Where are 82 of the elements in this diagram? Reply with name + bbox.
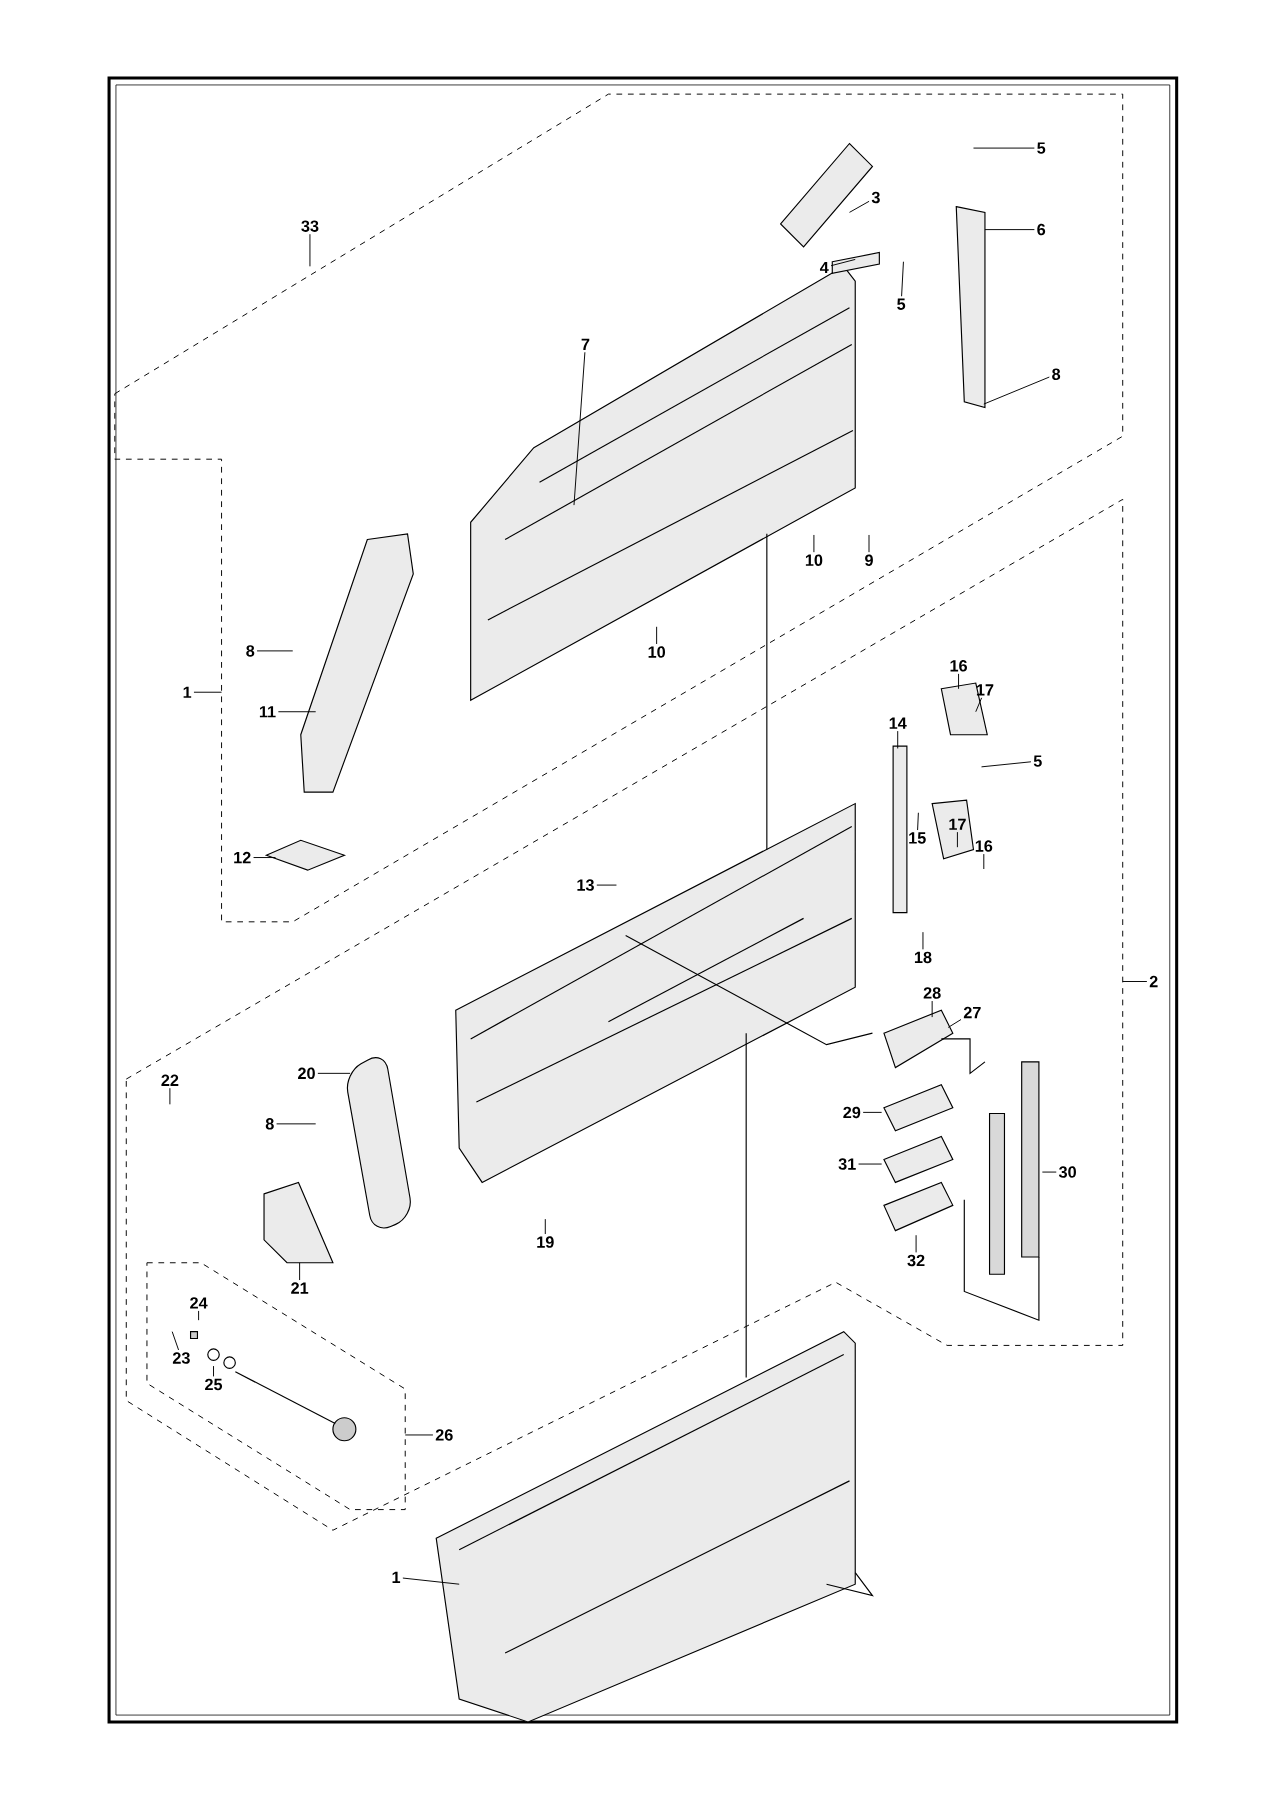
leader-line	[813, 534, 815, 553]
callout-number: 26	[436, 1429, 453, 1441]
leader-line	[213, 1365, 215, 1377]
leader-line	[573, 351, 586, 506]
callout-number: 1	[392, 1571, 401, 1583]
callout-number: 29	[843, 1106, 861, 1119]
leader-line	[947, 1019, 962, 1028]
callout-number: 25	[205, 1378, 223, 1391]
callout-number: 7	[581, 338, 590, 350]
callout-number: 31	[838, 1158, 856, 1170]
leader-line	[309, 233, 311, 267]
callout-number: 6	[1037, 223, 1046, 236]
leader-line	[193, 691, 223, 693]
leader-line	[545, 1218, 546, 1235]
leader-line	[922, 931, 924, 950]
callout-number: 8	[246, 645, 255, 657]
leader-line	[862, 1111, 883, 1113]
callout-number: 10	[648, 646, 666, 658]
leader-line	[317, 1072, 351, 1074]
leader-line	[1122, 981, 1148, 982]
callout-number: 4	[820, 261, 829, 274]
callout-number: 18	[915, 951, 932, 964]
leader-line	[299, 1262, 301, 1281]
callout-number: 11	[260, 706, 276, 718]
leader-line	[868, 534, 870, 553]
leader-line	[958, 673, 960, 690]
callout-number: 2	[1149, 975, 1158, 988]
leader-line	[973, 147, 1036, 149]
callout-number: 14	[889, 717, 907, 729]
leader-line	[917, 812, 920, 831]
callout-number: 19	[537, 1236, 554, 1248]
callout-number: 17	[977, 684, 994, 696]
leader-line	[975, 697, 983, 713]
callout-number: 15	[909, 832, 926, 844]
leader-line	[256, 650, 294, 652]
leader-line	[1042, 1171, 1057, 1173]
callout-number: 27	[964, 1006, 981, 1019]
callout-number: 32	[907, 1254, 925, 1267]
leader-line	[278, 711, 317, 713]
callout-number: 12	[234, 851, 251, 864]
leader-line	[901, 261, 905, 297]
callout-number: 3	[871, 191, 881, 204]
leader-line	[253, 857, 277, 858]
leader-line	[984, 229, 1036, 231]
leader-line	[171, 1331, 180, 1351]
leader-line	[849, 200, 870, 213]
callout-number: 21	[291, 1282, 309, 1294]
leader-line	[596, 884, 618, 886]
leader-line	[983, 376, 1050, 405]
leader-line	[915, 1234, 917, 1253]
callout-number: 16	[976, 840, 993, 852]
leader-line	[402, 1577, 460, 1585]
leader-line	[656, 626, 658, 645]
leader-line	[957, 831, 959, 848]
callout-number: 13	[577, 879, 595, 891]
leader-line	[897, 730, 899, 749]
leader-line	[169, 1087, 171, 1105]
callout-number: 10	[806, 554, 823, 566]
callout-number: 1	[183, 686, 192, 698]
callout-number: 30	[1059, 1166, 1077, 1178]
leader-line	[276, 1123, 317, 1125]
callout-number: 20	[298, 1067, 316, 1080]
leader-line	[981, 761, 1032, 768]
leader-line	[404, 1434, 434, 1436]
callout-number: 33	[301, 220, 319, 232]
callout-number: 8	[1052, 368, 1061, 380]
callout-number: 5	[897, 298, 906, 310]
leader-line	[198, 1310, 200, 1321]
leader-line	[983, 853, 985, 870]
callout-number: 24	[190, 1297, 208, 1309]
callout-number: 23	[173, 1352, 191, 1364]
callout-number: 17	[949, 818, 966, 830]
callout-number: 22	[161, 1074, 179, 1086]
callout-number: 5	[1033, 755, 1043, 767]
callout-number: 8	[266, 1118, 274, 1130]
callout-number: 9	[865, 554, 874, 566]
callout-number: 5	[1037, 142, 1046, 154]
leader-line	[830, 258, 856, 267]
callout-number: 28	[923, 987, 941, 999]
leader-line	[858, 1163, 883, 1165]
callout-number: 16	[950, 660, 968, 672]
leader-line	[931, 1000, 933, 1018]
